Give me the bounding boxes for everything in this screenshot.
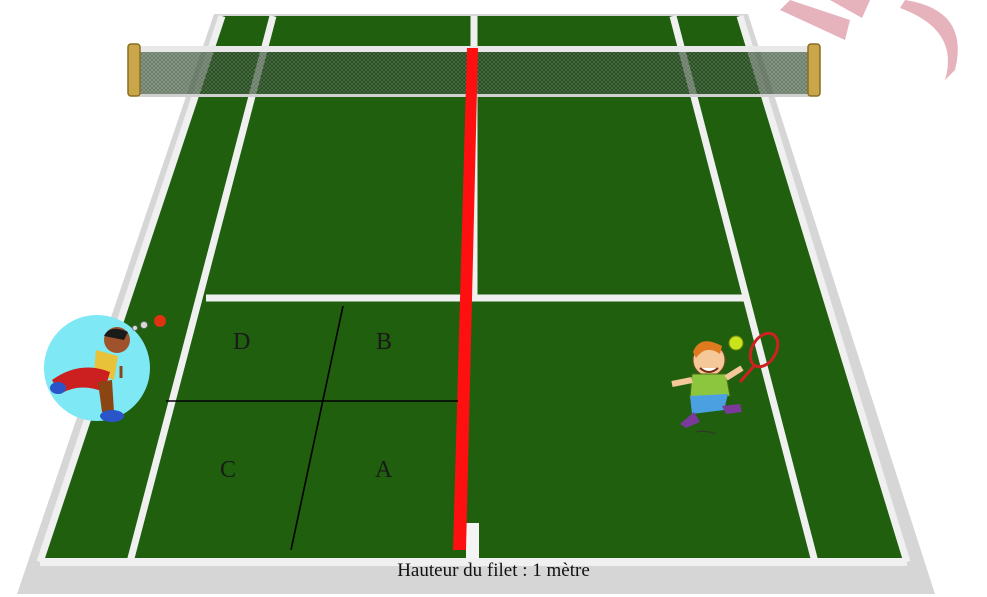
- zone-label-c: C: [220, 458, 236, 482]
- zone-label-a: A: [375, 458, 392, 482]
- zone-label-b: B: [376, 330, 392, 354]
- zone-label-d: D: [233, 330, 250, 354]
- net-height-caption: Hauteur du filet : 1 mètre: [0, 561, 987, 580]
- center-mark: [466, 523, 479, 559]
- net-post-icon: [128, 44, 140, 96]
- tennis-ball-icon: [729, 336, 743, 350]
- net-post-icon: [808, 44, 820, 96]
